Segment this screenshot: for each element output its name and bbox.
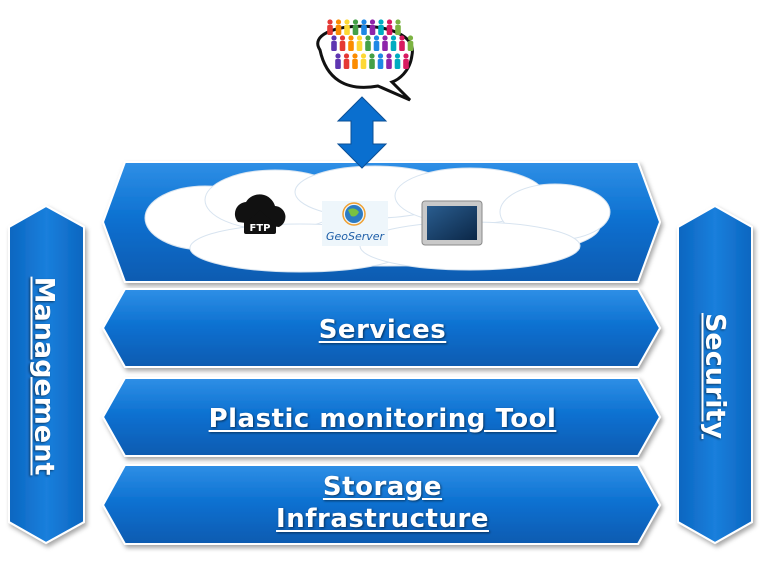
person-body: [361, 25, 367, 35]
person-head: [399, 35, 405, 41]
ftp-cloud-icon: [234, 194, 286, 234]
person-body: [343, 59, 350, 69]
person-head: [352, 19, 359, 25]
person-head: [403, 53, 409, 59]
person-head: [369, 19, 376, 25]
person-head: [335, 53, 341, 59]
services-label: Services: [318, 315, 447, 345]
person-head: [356, 35, 363, 41]
person-body: [399, 41, 405, 51]
person-head: [365, 35, 371, 41]
person-body: [395, 25, 401, 35]
person-body: [386, 59, 392, 69]
double-arrow-icon: [336, 96, 388, 169]
person-body: [373, 41, 380, 51]
person-head: [344, 19, 350, 25]
storage-label-line2: Infrastructure: [276, 504, 489, 534]
person-body: [369, 59, 375, 69]
person-body: [344, 25, 350, 35]
person-body: [407, 41, 414, 51]
security-label: Security: [699, 312, 731, 440]
storage-band: [101, 464, 662, 545]
person-body: [327, 25, 333, 35]
person-body: [378, 25, 384, 35]
person-body: [339, 41, 346, 51]
geoserver-icon: [322, 201, 388, 246]
person-body: [369, 25, 376, 35]
person-body: [382, 41, 388, 51]
person-body: [394, 59, 401, 69]
person-head: [395, 19, 401, 25]
person-head: [352, 53, 358, 59]
person-body: [331, 41, 337, 51]
person-body: [356, 41, 363, 51]
tool-band: [101, 377, 662, 457]
person-head: [378, 19, 384, 25]
person-head: [386, 19, 393, 25]
person-head: [394, 53, 401, 59]
person-head: [407, 35, 414, 41]
person-body: [360, 59, 367, 69]
person-head: [386, 53, 392, 59]
people-group: [327, 19, 414, 69]
person-head: [331, 35, 337, 41]
person-body: [390, 41, 397, 51]
person-head: [369, 53, 375, 59]
person-head: [361, 19, 367, 25]
ftp-label: FTP: [250, 223, 271, 234]
geoserver-label: GeoServer: [326, 230, 386, 243]
person-head: [373, 35, 380, 41]
person-body: [335, 25, 342, 35]
plastic-monitoring-tool-label: Plastic monitoring Tool: [208, 404, 557, 434]
person-head: [390, 35, 397, 41]
management-bar: [8, 204, 85, 545]
person-head: [327, 19, 333, 25]
screen-icon: [421, 200, 483, 246]
person-body: [403, 59, 409, 69]
person-head: [339, 35, 346, 41]
storage-label-line1: Storage: [322, 472, 443, 502]
person-body: [352, 59, 358, 69]
person-body: [377, 59, 384, 69]
person-head: [360, 53, 367, 59]
security-bar: [677, 204, 753, 545]
person-head: [335, 19, 342, 25]
person-head: [377, 53, 384, 59]
management-label: Management: [28, 276, 60, 476]
storage-infrastructure-label: Storage Infrastructure: [105, 471, 660, 535]
person-body: [335, 59, 341, 69]
person-head: [348, 35, 354, 41]
person-body: [352, 25, 359, 35]
person-body: [365, 41, 371, 51]
person-body: [386, 25, 393, 35]
person-body: [348, 41, 354, 51]
person-head: [382, 35, 388, 41]
services-band: [101, 288, 662, 368]
person-head: [343, 53, 350, 59]
